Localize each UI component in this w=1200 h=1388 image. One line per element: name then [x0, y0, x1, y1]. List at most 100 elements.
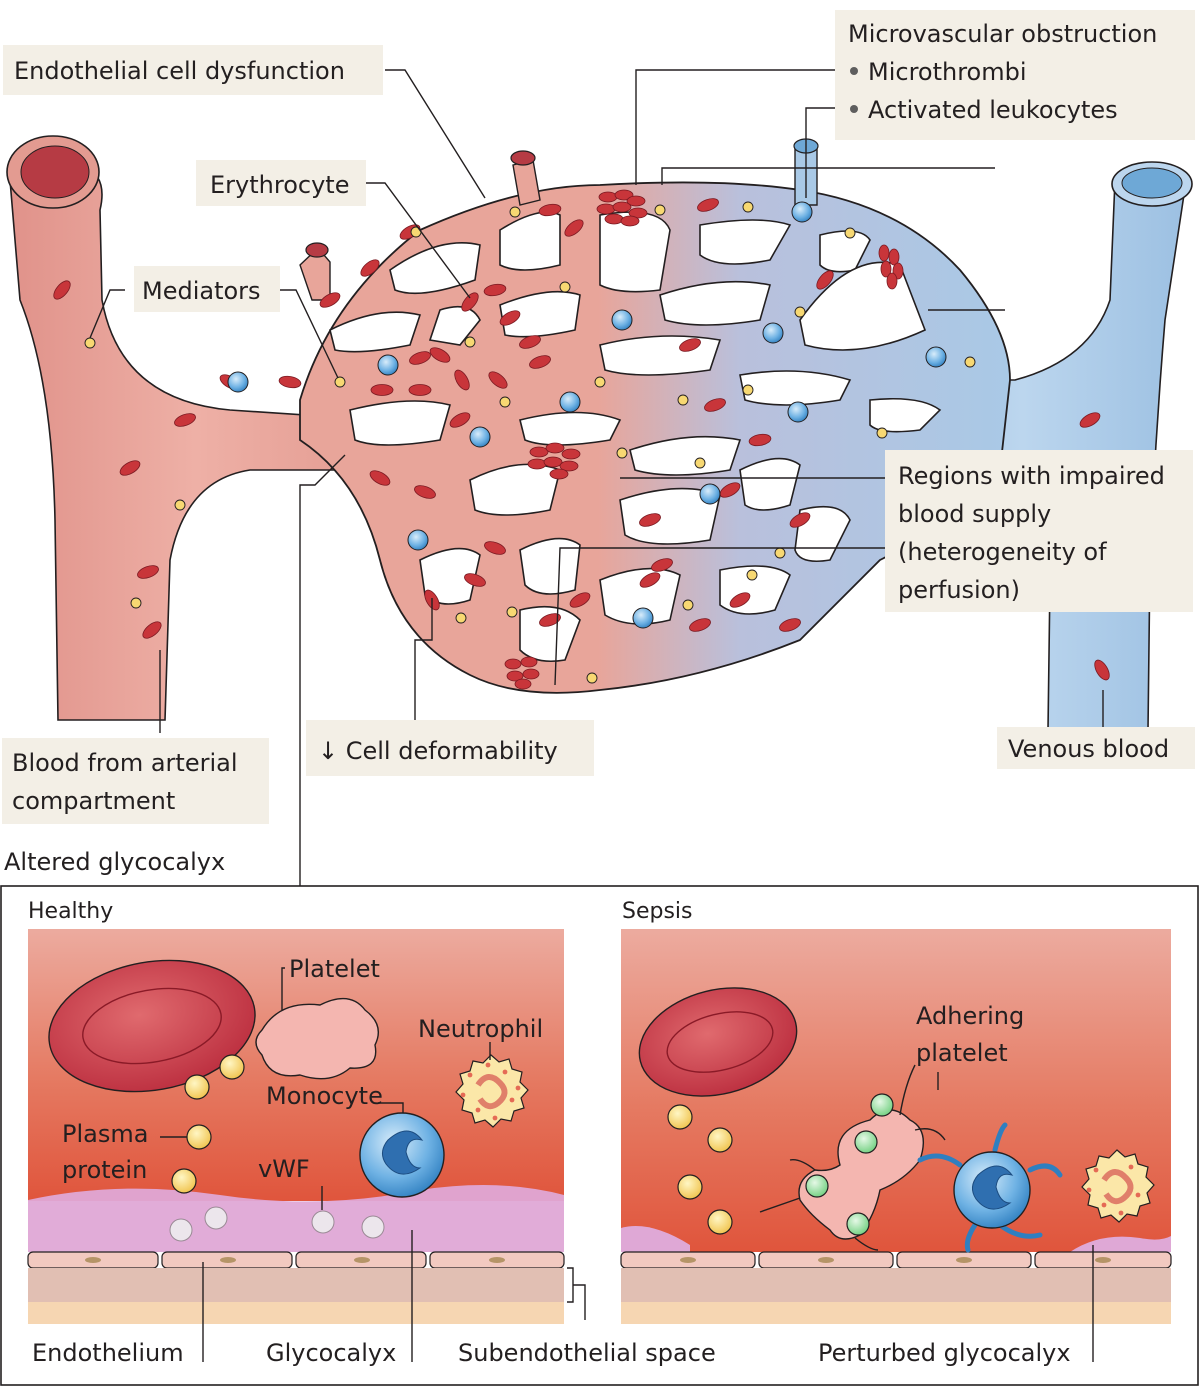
- rbc-mark: [414, 485, 436, 499]
- label-endothelium: Endothelium: [32, 1339, 184, 1367]
- plasma-proteins: [171, 1054, 245, 1194]
- sepsis-neutrophil-cell: [1081, 1149, 1155, 1223]
- bottom-leader-lines: [202, 1230, 1094, 1362]
- svg-text:perfusion): perfusion): [898, 576, 1020, 604]
- label-impaired-regions: Regions with impaired blood supply (hete…: [885, 450, 1193, 612]
- mediator-dot: [499, 396, 511, 408]
- mediator-dot: [742, 201, 754, 213]
- rbc-mark: [689, 618, 711, 632]
- rbc-mark: [53, 280, 71, 300]
- mediator-dot: [844, 227, 856, 239]
- label-endothelial-dysfunction: Endothelial cell dysfunction: [3, 45, 383, 95]
- rbc-mark: [519, 335, 541, 349]
- mediator-dot: [509, 206, 521, 218]
- rbc-mark: [1094, 659, 1110, 681]
- svg-text:Erythrocyte: Erythrocyte: [210, 171, 349, 199]
- rbc-mark: [748, 433, 772, 447]
- rbc-mark: [651, 558, 673, 572]
- rbc-mark: [569, 592, 591, 608]
- label-subendothelial-space: Subendothelial space: [458, 1339, 716, 1367]
- rbc-mark: [704, 398, 726, 412]
- label-adhering-line2: platelet: [916, 1039, 1008, 1067]
- monocyte-cell: [359, 1112, 445, 1198]
- svg-text:Endothelial cell dysfunction: Endothelial cell dysfunction: [14, 57, 345, 85]
- rbc-mark: [639, 513, 661, 527]
- rbc-mark: [1079, 412, 1101, 428]
- svg-text:compartment: compartment: [12, 787, 175, 815]
- label-vwf: vWF: [258, 1155, 310, 1183]
- rbc-mark: [409, 351, 431, 365]
- rbc-mark: [488, 371, 508, 389]
- svg-text:Microvascular obstruction: Microvascular obstruction: [848, 20, 1157, 48]
- rbc-mark: [484, 541, 506, 555]
- leukocyte-mark: [407, 529, 429, 551]
- rbc-mark: [564, 219, 584, 237]
- healthy-panel: Healthy Platelet: [27, 899, 565, 1324]
- mediator-dot: [559, 281, 571, 293]
- rbc-mark: [529, 355, 551, 369]
- rbc-mark: [449, 412, 471, 428]
- mediator-dot: [654, 204, 666, 216]
- mediator-dot: [464, 336, 476, 348]
- svg-text:blood supply: blood supply: [898, 500, 1051, 528]
- mediators: [84, 201, 976, 684]
- rbc-mark: [461, 292, 479, 312]
- rbc-mark: [360, 259, 380, 277]
- platelet-cell: [255, 997, 379, 1080]
- mediator-dot: [616, 447, 628, 459]
- activated-monocyte-cell: [917, 1122, 1063, 1253]
- svg-text:(heterogeneity of: (heterogeneity of: [898, 538, 1107, 566]
- label-adhering-line1: Adhering: [916, 1002, 1024, 1030]
- label-monocyte: Monocyte: [266, 1082, 383, 1110]
- mediator-dot: [774, 547, 786, 559]
- label-arterial-blood: Blood from arterial compartment: [2, 738, 269, 824]
- rbc-mark: [408, 384, 432, 396]
- rbc-mark: [697, 198, 719, 212]
- rbc-mark: [789, 512, 811, 528]
- neutrophil-cell: [455, 1054, 529, 1128]
- rbc-mark: [119, 460, 141, 476]
- rbc-mark: [729, 592, 751, 608]
- bullet-icon: [850, 67, 858, 75]
- leukocyte-mark: [632, 607, 654, 629]
- rbc-mark: [539, 613, 561, 627]
- label-neutrophil: Neutrophil: [418, 1015, 543, 1043]
- mediator-dot: [586, 672, 598, 684]
- label-altered-glycocalyx: Altered glycocalyx: [4, 848, 225, 876]
- label-erythrocyte: Erythrocyte: [196, 160, 366, 206]
- mediator-dot: [677, 394, 689, 406]
- label-cell-deformability: ↓ Cell deformability: [306, 720, 594, 776]
- label-plasma-line2: protein: [62, 1156, 147, 1184]
- rbc-mark: [483, 283, 507, 297]
- rbc-mark: [278, 375, 302, 389]
- erythrocyte-cell: [48, 959, 256, 1093]
- mediator-dot: [682, 599, 694, 611]
- rbc-mark: [816, 270, 834, 290]
- leukocytes: [227, 201, 947, 629]
- label-plasma-line1: Plasma: [62, 1120, 148, 1148]
- healthy-title: Healthy: [28, 899, 113, 924]
- leukocyte-mark: [377, 354, 399, 376]
- rbc-mark: [370, 384, 394, 396]
- mediator-dot: [594, 376, 606, 388]
- label-perturbed-glycocalyx: Perturbed glycocalyx: [818, 1339, 1071, 1367]
- mediator-dot: [694, 457, 706, 469]
- leukocyte-mark: [559, 391, 581, 413]
- label-mediators: Mediators: [134, 266, 280, 312]
- leukocyte-mark: [791, 201, 813, 223]
- leukocyte-mark: [469, 426, 491, 448]
- mediator-dot: [130, 597, 142, 609]
- svg-text:Activated leukocytes: Activated leukocytes: [868, 96, 1118, 124]
- rbc-mark: [369, 470, 391, 486]
- microthrombi-clusters: [504, 189, 904, 690]
- rbc-mark: [429, 347, 451, 363]
- leader-lines: [89, 69, 1104, 886]
- rbc-mark: [137, 565, 159, 579]
- mediator-dot: [174, 499, 186, 511]
- svg-text:Venous blood: Venous blood: [1008, 735, 1169, 763]
- svg-text:Regions with impaired: Regions with impaired: [898, 462, 1165, 490]
- leukocyte-mark: [227, 371, 249, 393]
- label-venous-blood: Venous blood: [997, 727, 1195, 769]
- rbc-mark: [538, 203, 562, 217]
